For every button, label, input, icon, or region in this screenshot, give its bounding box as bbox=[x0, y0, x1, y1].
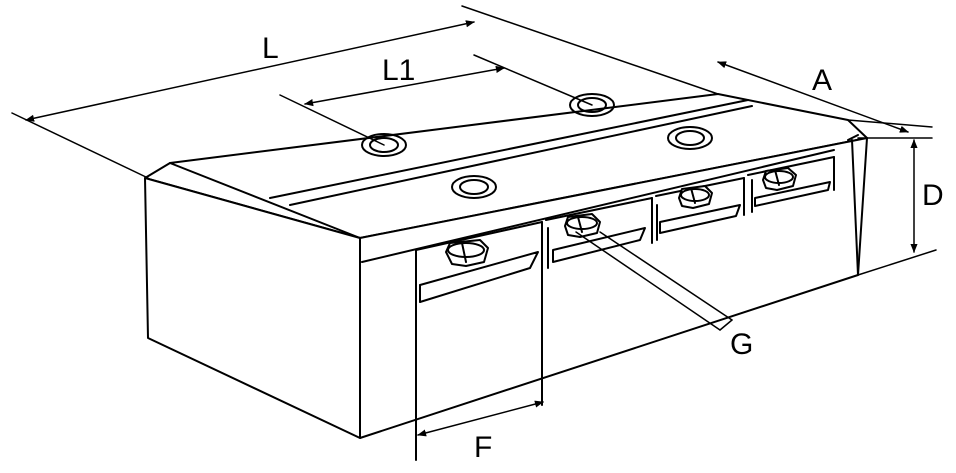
dimension-L1: L1 bbox=[279, 54, 593, 146]
dimension-A: A bbox=[717, 61, 933, 133]
leader-G: G bbox=[575, 231, 753, 361]
terminal-screw bbox=[762, 167, 797, 191]
dimension-label-F: F bbox=[474, 431, 492, 464]
dimension-L: L bbox=[11, 5, 719, 179]
dimension-label-A: A bbox=[812, 64, 832, 97]
dimension-label-L: L bbox=[262, 32, 279, 65]
dimension-D: D bbox=[857, 137, 944, 276]
mounting-hole bbox=[451, 175, 497, 199]
terminal-screw bbox=[445, 239, 489, 267]
mounting-hole bbox=[667, 126, 713, 150]
terminal-pocket bbox=[655, 177, 745, 241]
dimension-label-D: D bbox=[922, 179, 944, 212]
mounting-holes bbox=[361, 93, 713, 199]
terminal-pocket bbox=[747, 156, 835, 213]
terminal-pocket bbox=[545, 197, 653, 269]
terminal-pockets bbox=[415, 156, 835, 461]
top-grooves bbox=[269, 99, 753, 206]
terminal-screw bbox=[678, 185, 713, 209]
block-body bbox=[144, 93, 868, 439]
dimension-F: F bbox=[417, 400, 544, 464]
dimension-label-L1: L1 bbox=[382, 54, 415, 87]
mounting-hole bbox=[569, 93, 615, 117]
mounting-hole bbox=[361, 133, 407, 157]
callout-label-G: G bbox=[730, 328, 753, 361]
terminal-screw bbox=[564, 213, 601, 238]
terminal-pocket bbox=[415, 221, 543, 461]
